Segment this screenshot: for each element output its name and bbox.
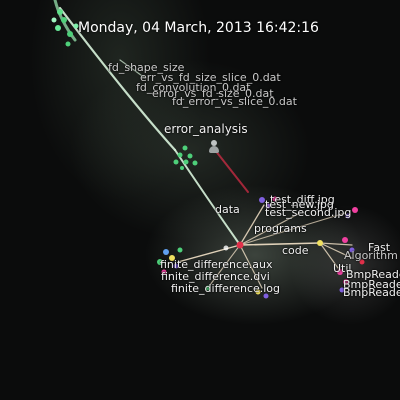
edge-code-util — [319, 242, 339, 269]
file-label: Util — [333, 262, 352, 275]
node-programs — [223, 245, 229, 251]
file-label: BmpReader — [343, 278, 400, 291]
edge-to-latex-3 — [209, 244, 241, 286]
timestamp: Monday, 04 March, 2013 16:42:16 — [78, 20, 319, 36]
file-label: Algorithm — [344, 249, 398, 262]
file-label: test_new.jpg — [265, 198, 334, 211]
edge-to-images-2 — [239, 212, 301, 246]
node-cluster-root — [51, 9, 79, 47]
file-label: test_diff.jpg — [270, 193, 335, 206]
file-label: finite_difference.dvi — [161, 270, 270, 283]
node-cluster-error-analysis — [173, 145, 198, 170]
file-label: finite_difference.aux — [160, 258, 273, 271]
edge-red-beam — [214, 149, 249, 193]
directory-label-data: data — [215, 203, 240, 216]
edge-upper-files — [119, 59, 146, 79]
node-cluster-latex — [157, 247, 269, 299]
file-label: finite_difference.log — [171, 282, 281, 295]
directory-label-code: code — [282, 244, 309, 257]
file-label: err_vs_fd_size_slice_0.dat — [140, 71, 281, 84]
edge-root-to-top — [58, 6, 177, 152]
node-cluster-images — [259, 196, 358, 219]
directory-label-programs: programs — [254, 222, 307, 235]
edge-to-code — [239, 242, 321, 246]
edge-to-latex-2 — [239, 244, 263, 289]
file-label: test_second.jpg — [265, 206, 352, 219]
user-avatar-icon — [209, 140, 219, 154]
edge-to-latex — [177, 244, 241, 263]
file-label: BmpReader — [346, 268, 400, 281]
directory-label-fd-shape-size: fd_shape_size — [108, 61, 185, 74]
directory-label-error-analysis: error_analysis — [164, 122, 248, 136]
file-label: BmpReader — [343, 286, 400, 299]
edge-top-to-data — [174, 149, 241, 246]
node-cluster-code — [317, 237, 365, 293]
file-label: fd_convolution_0.dat — [136, 81, 251, 94]
edge-to-images — [239, 204, 265, 246]
file-label: error_vs_fd_size_0.dat — [152, 87, 274, 100]
file-label: fd_error_vs_slice_0.dat — [172, 95, 297, 108]
edge-to-images-3 — [239, 212, 346, 246]
edge-code-right — [319, 242, 353, 246]
node-data-hub — [236, 241, 244, 249]
edge-code-algorithm — [319, 242, 353, 259]
file-label: Fast — [368, 241, 391, 254]
